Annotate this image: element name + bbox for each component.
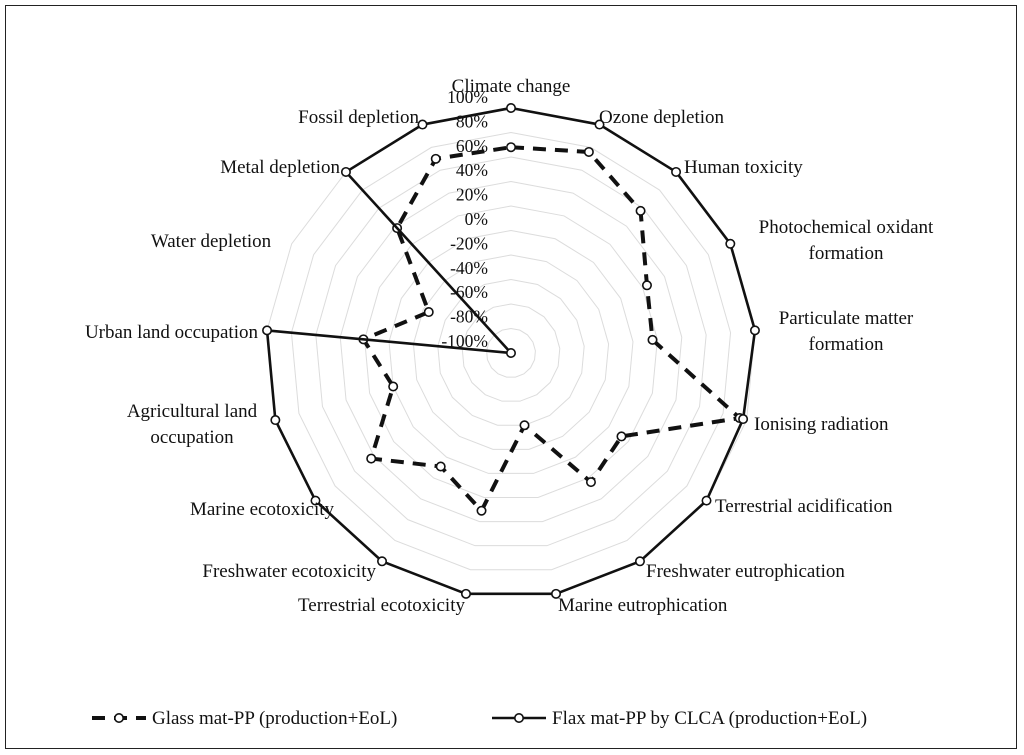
category-label: Water depletion: [151, 231, 272, 252]
legend-marker-1: [114, 712, 125, 723]
series-2-point: [671, 166, 682, 177]
radar-grid: [266, 107, 756, 595]
radar-chart: 100%80%60%40%20%0%-20%-40%-60%-80%-100% …: [85, 76, 934, 729]
grid-ring: [388, 229, 634, 474]
category-label: Marine ecotoxicity: [190, 499, 335, 520]
series-2-point: [749, 325, 760, 336]
series-1-point: [585, 477, 596, 488]
tick-label: 100%: [447, 87, 488, 107]
series-1-point: [583, 146, 594, 157]
series-line-1: [361, 145, 742, 513]
series-2-point: [551, 588, 562, 599]
category-label: Freshwater eutrophication: [646, 561, 845, 582]
series-1-point: [641, 280, 652, 291]
radar-series: [262, 103, 760, 599]
series-1-point: [505, 142, 516, 153]
category-label: Ozone depletion: [599, 107, 725, 128]
grid-ring: [437, 278, 585, 426]
series-1-point: [366, 453, 377, 464]
tick-label: -80%: [450, 307, 488, 327]
tick-label: -20%: [450, 233, 488, 253]
series-2-point: [460, 588, 471, 599]
series-1-point: [635, 205, 646, 216]
series-2-point: [505, 103, 516, 114]
grid-ring: [364, 205, 658, 498]
grid-ring: [461, 303, 561, 402]
series-2-point: [725, 238, 736, 249]
category-label: Metal depletion: [220, 157, 340, 178]
tick-label: 0%: [465, 209, 488, 229]
grid-ring: [315, 156, 707, 547]
legend-label-1: Glass mat-PP (production+EoL): [152, 708, 397, 729]
series-1-point: [616, 431, 627, 442]
category-label: Climate change: [452, 76, 571, 97]
legend-label-2: Flax mat-PP by CLCA (production+EoL): [552, 708, 867, 729]
tick-label: 20%: [456, 185, 488, 205]
category-label: Ionising radiation: [754, 414, 889, 435]
category-label: Marine eutrophication: [558, 595, 728, 616]
category-label: Terrestrial acidification: [715, 496, 893, 517]
series-1-point: [430, 153, 441, 164]
chart-frame: 100%80%60%40%20%0%-20%-40%-60%-80%-100% …: [5, 5, 1017, 749]
series-1-point: [519, 420, 530, 431]
tick-label: -40%: [450, 258, 488, 278]
series-1-point: [476, 505, 487, 516]
series-2-point: [505, 347, 516, 358]
series-2-point: [738, 414, 749, 425]
series-2-point: [701, 495, 712, 506]
series-2-point: [262, 325, 273, 336]
series-2-point: [634, 556, 645, 567]
category-label: Urban land occupation: [85, 322, 259, 343]
series-1-point: [647, 334, 658, 345]
series-1-point: [435, 461, 446, 472]
grid-ring: [339, 180, 683, 523]
series-1-point: [388, 381, 399, 392]
series-2-point: [594, 119, 605, 130]
series-2-point: [270, 415, 281, 426]
series-2-point: [417, 119, 428, 130]
legend-marker-2: [513, 712, 524, 723]
series-2-point: [310, 495, 321, 506]
grid-ring: [290, 131, 732, 571]
category-label: Fossil depletion: [298, 107, 419, 128]
legend: Glass mat-PP (production+EoL) Flax mat-PP…: [92, 708, 867, 729]
category-label: Terrestrial ecotoxicity: [298, 595, 465, 616]
series-1-point: [423, 307, 434, 318]
tick-label: -100%: [441, 331, 488, 351]
category-label: Freshwater ecotoxicity: [202, 561, 376, 582]
category-label: Human toxicity: [684, 157, 803, 178]
series-line-2: [265, 106, 757, 596]
series-2-point: [377, 556, 388, 567]
radial-tick-labels: 100%80%60%40%20%0%-20%-40%-60%-80%-100%: [441, 87, 488, 351]
grid-ring: [486, 327, 536, 378]
series-2-point: [340, 166, 351, 177]
tick-label: 40%: [456, 160, 488, 180]
